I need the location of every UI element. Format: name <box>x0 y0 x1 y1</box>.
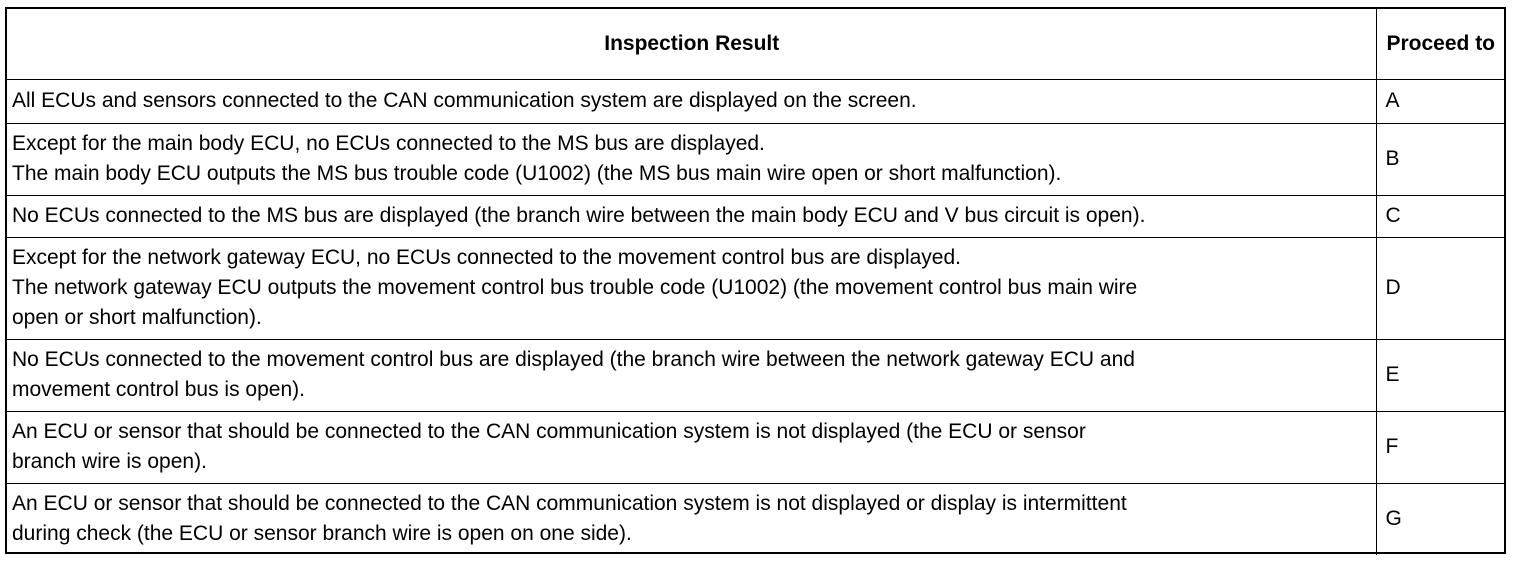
inspection-result-line: branch wire is open). <box>12 450 207 473</box>
proceed-to-cell: C <box>1375 194 1504 238</box>
table-row: No ECUs connected to the movement contro… <box>7 338 1504 412</box>
inspection-result-cell: No ECUs connected to the MS bus are disp… <box>7 194 1377 238</box>
table-row: Except for the network gateway ECU, no E… <box>7 236 1504 340</box>
inspection-result-line: All ECUs and sensors connected to the CA… <box>12 89 917 112</box>
inspection-result-cell: An ECU or sensor that should be connecte… <box>7 482 1377 555</box>
inspection-result-cell: Except for the main body ECU, no ECUs co… <box>7 122 1377 196</box>
table-row: All ECUs and sensors connected to the CA… <box>7 78 1504 124</box>
inspection-result-cell: All ECUs and sensors connected to the CA… <box>7 78 1377 124</box>
table-row: No ECUs connected to the MS bus are disp… <box>7 194 1504 238</box>
table-row: Except for the main body ECU, no ECUs co… <box>7 122 1504 196</box>
inspection-result-line: An ECU or sensor that should be connecte… <box>12 420 1086 443</box>
proceed-to-cell: A <box>1375 78 1504 124</box>
table-row: An ECU or sensor that should be connecte… <box>7 482 1504 555</box>
inspection-result-line: An ECU or sensor that should be connecte… <box>12 492 1127 516</box>
inspection-result-line: during check (the ECU or sensor branch w… <box>12 522 632 546</box>
inspection-result-line: Except for the network gateway ECU, no E… <box>12 246 961 269</box>
proceed-to-cell: D <box>1375 236 1504 340</box>
inspection-result-line: The main body ECU outputs the MS bus tro… <box>12 162 1062 185</box>
inspection-result-line: movement control bus is open). <box>12 378 305 401</box>
inspection-table-frame: Inspection Result Proceed to All ECUs an… <box>5 7 1506 555</box>
inspection-result-line: Except for the main body ECU, no ECUs co… <box>12 132 765 155</box>
inspection-result-line: The network gateway ECU outputs the move… <box>12 276 1138 299</box>
inspection-result-cell: Except for the network gateway ECU, no E… <box>7 236 1377 340</box>
inspection-result-line: No ECUs connected to the MS bus are disp… <box>12 204 1146 227</box>
proceed-to-cell: B <box>1375 122 1504 196</box>
table-body: All ECUs and sensors connected to the CA… <box>7 78 1504 555</box>
inspection-result-line: open or short malfunction). <box>12 306 262 329</box>
inspection-result-cell: An ECU or sensor that should be connecte… <box>7 410 1377 484</box>
proceed-to-cell: F <box>1375 410 1504 484</box>
table-row: An ECU or sensor that should be connecte… <box>7 410 1504 484</box>
header-proceed-to: Proceed to <box>1375 9 1504 80</box>
inspection-result-cell: No ECUs connected to the movement contro… <box>7 338 1377 412</box>
inspection-result-table: Inspection Result Proceed to All ECUs an… <box>7 9 1504 555</box>
proceed-to-cell: E <box>1375 338 1504 412</box>
inspection-result-line: No ECUs connected to the movement contro… <box>12 348 1135 371</box>
header-inspection-result: Inspection Result <box>7 9 1377 80</box>
proceed-to-cell: G <box>1375 482 1504 555</box>
table-header-row: Inspection Result Proceed to <box>7 9 1504 80</box>
